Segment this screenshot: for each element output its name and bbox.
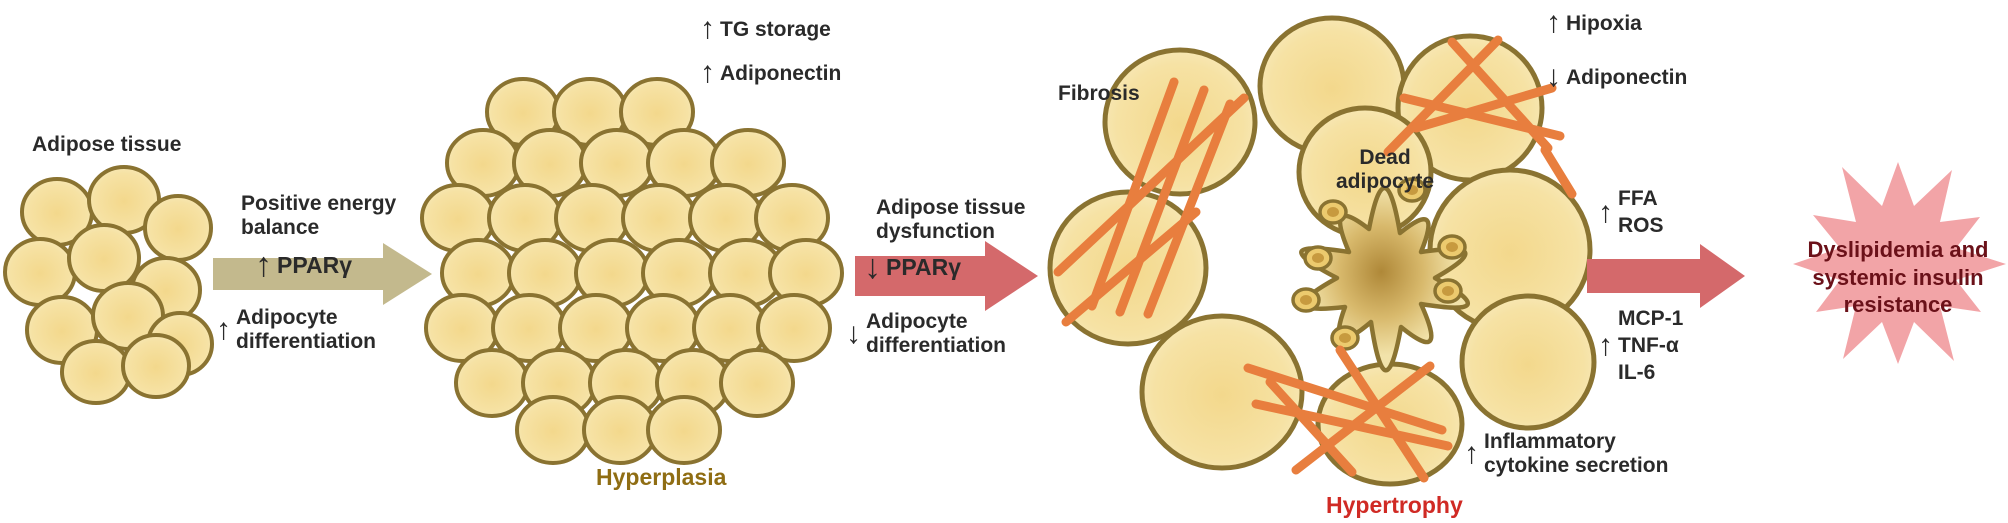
adiponectin-down-label: ↓ Adiponectin (1546, 60, 1688, 93)
ffa-ros-text: FFA ROS (1618, 187, 1664, 237)
macrophage-cell (1437, 234, 1467, 260)
positive-energy-arrow (213, 243, 432, 305)
adipocyte-differentiation-down-text: Adipocyte differentiation (866, 310, 1006, 358)
down-arrow-icon: ↓ (864, 248, 881, 286)
macrophage-cell (1318, 199, 1348, 225)
fibrosis-lines-top-right (1383, 35, 1577, 199)
adipocyte-differentiation-down-label: ↓ Adipocyte differentiation (846, 310, 1006, 359)
fibrosis-lines-bottom (1243, 345, 1453, 483)
ppar-down-label: ↓ PPARγ (864, 248, 961, 286)
adiponectin-down-text: Adiponectin (1566, 65, 1688, 89)
inflammatory-cytokine-label: ↑ Inflammatory cytokine secretion (1464, 430, 1668, 479)
adipose-dysfunction-label: Adipose tissue dysfunction (876, 196, 1026, 244)
down-arrow-icon: ↓ (846, 317, 861, 351)
down-arrow-icon: ↓ (1546, 60, 1561, 93)
fibrosis-label: Fibrosis (1058, 82, 1140, 105)
up-arrow-icon: ↑ (700, 12, 715, 45)
hypertrophy-label: Hypertrophy (1326, 492, 1463, 518)
outcome-label: Dyslipidemia and systemic insulin resist… (1807, 237, 1989, 317)
outcome-arrow (1587, 244, 1745, 308)
adipocyte-differentiation-up-text: Adipocyte differentiation (236, 306, 376, 354)
cytokines-label: ↑ MCP-1 TNF-α IL-6 (1598, 306, 1683, 387)
macrophage-cell (1303, 245, 1333, 271)
macrophage-cell (1291, 287, 1321, 313)
adipocyte-differentiation-up-label: ↑ Adipocyte differentiation (216, 306, 376, 355)
up-arrow-icon: ↑ (1546, 6, 1561, 39)
up-arrow-icon: ↑ (700, 56, 715, 89)
outcome-starburst (1793, 162, 2006, 364)
ppar-up-label: ↑ PPARγ (255, 246, 352, 284)
fibrosis-lines-top-left (1053, 77, 1249, 327)
dead-adipocyte-label: Dead adipocyte (1335, 146, 1435, 194)
dead-adipocyte-shape (1299, 185, 1470, 373)
macrophage-cells (1291, 177, 1467, 351)
ppar-down-text: PPARγ (886, 253, 961, 280)
ffa-ros-label: ↑ FFA ROS (1598, 186, 1664, 240)
up-arrow-icon: ↑ (255, 246, 272, 284)
macrophage-cell (1330, 325, 1360, 351)
hyperplasia-cluster (420, 77, 844, 465)
up-arrow-icon: ↑ (1464, 437, 1479, 471)
dysfunction-arrow (855, 241, 1038, 311)
macrophage-cell (1433, 278, 1463, 304)
macrophage-cell (1397, 177, 1427, 203)
adipose-tissue-label: Adipose tissue (32, 133, 182, 156)
adipose-tissue-cluster (3, 165, 214, 405)
hipoxia-label: ↑ Hipoxia (1546, 6, 1642, 39)
tg-storage-label: ↑ TG storage (700, 12, 831, 45)
tg-storage-text: TG storage (720, 17, 831, 41)
up-arrow-icon: ↑ (1598, 195, 1613, 229)
up-arrow-icon: ↑ (216, 313, 231, 347)
positive-energy-balance-label: Positive energy balance (241, 192, 397, 240)
hyperplasia-label: Hyperplasia (596, 464, 727, 490)
adiponectin-up-text: Adiponectin (720, 61, 842, 85)
hipoxia-text: Hipoxia (1566, 11, 1642, 35)
ppar-up-text: PPARγ (277, 251, 352, 278)
adiponectin-up-label: ↑ Adiponectin (700, 56, 842, 89)
cytokines-text: MCP-1 TNF-α IL-6 (1618, 307, 1684, 384)
inflammatory-cytokine-text: Inflammatory cytokine secretion (1484, 430, 1669, 478)
up-arrow-icon: ↑ (1598, 329, 1613, 363)
